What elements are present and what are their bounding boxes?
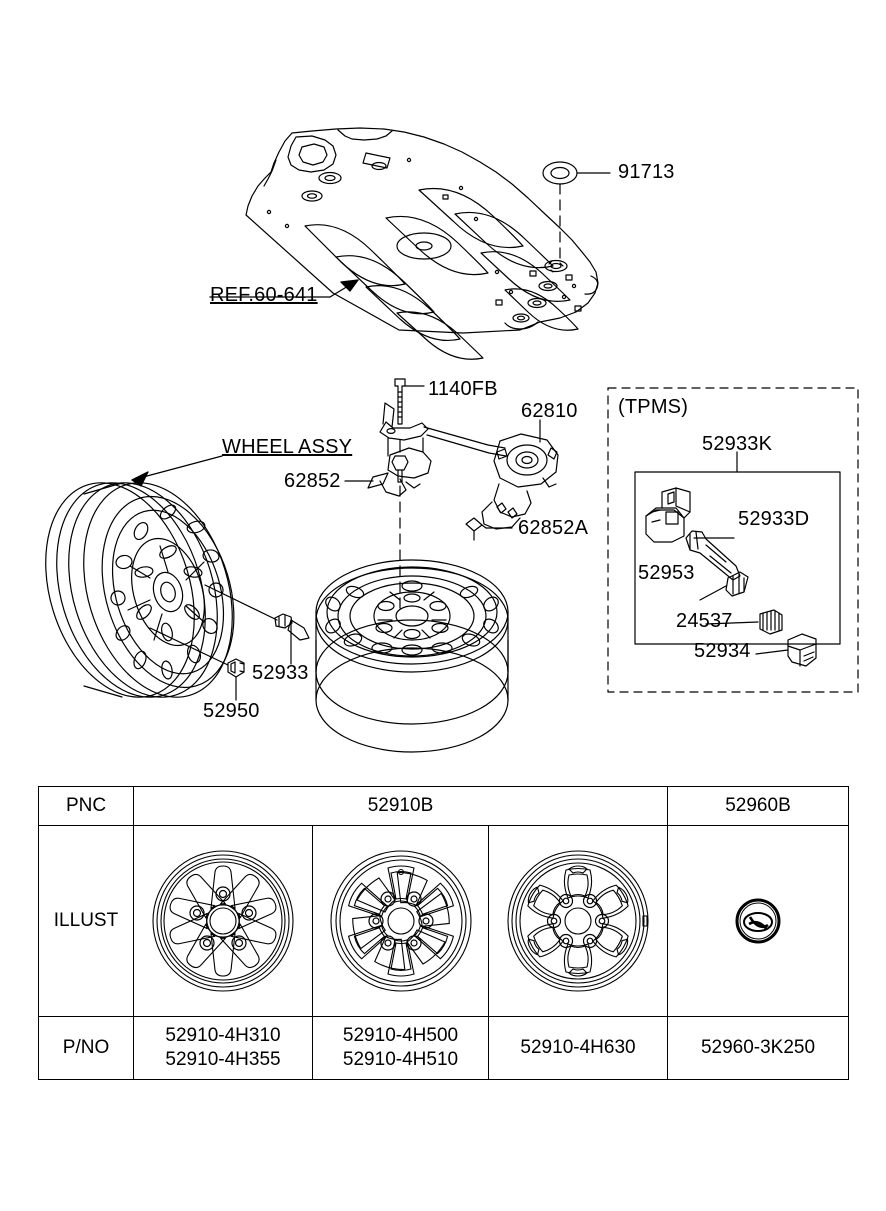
spare-wheel-illustration [315, 559, 509, 753]
tpms-sensor-part [645, 487, 691, 543]
pno-line: 52910-4H510 [342, 1049, 459, 1070]
nut-52950-part [227, 658, 245, 678]
parts-table: PNC 52910B 52960B ILLUST [38, 786, 849, 1080]
pno-line: 52910-4H630 [520, 1036, 636, 1058]
wheel-assy-leader [131, 455, 223, 487]
tpms-cap-52934-part [787, 633, 817, 667]
illust-cell-4 [667, 825, 849, 1017]
illust-cell-3 [488, 825, 668, 1017]
table-row-pnc: PNC 52910B 52960B [38, 786, 849, 826]
label-52933d: 52933D [738, 508, 810, 530]
row-header-pnc: PNC [38, 786, 134, 826]
nut-52950-leader [149, 627, 237, 701]
bracket-62852a-leader [465, 517, 513, 541]
label-tpms-title: (TPMS) [618, 396, 689, 418]
tpms-nut-24537-part [759, 609, 783, 635]
label-62852: 62852 [284, 470, 341, 492]
steel-wheel-left-illustration [45, 482, 235, 698]
tpms-kit-box [634, 451, 841, 645]
alloy-wheel-multi-spoke-icon [507, 850, 649, 992]
valve-52933-leader [204, 584, 292, 665]
label-52933k: 52933K [702, 433, 773, 455]
pno-line: 52910-4H500 [342, 1024, 459, 1046]
pno-cell-2: 52910-4H500 52910-4H510 [312, 1016, 489, 1080]
pno-cell-4: 52960-3K250 [667, 1016, 849, 1080]
label-wheel-assy: WHEEL ASSY [222, 436, 353, 458]
label-62810: 62810 [521, 400, 578, 422]
grommet-91713-part [542, 161, 578, 185]
alloy-wheel-6-spoke-icon [329, 850, 472, 992]
label-62852a: 62852A [518, 517, 589, 539]
label-ref-60-641: REF.60-641 [210, 284, 318, 306]
illust-cell-1 [133, 825, 313, 1017]
pno-cell-3: 52910-4H630 [488, 1016, 668, 1080]
row-header-illust: ILLUST [38, 825, 134, 1017]
alloy-wheel-10-spoke-icon [152, 850, 294, 992]
tpms-leaders [693, 537, 789, 655]
label-91713: 91713 [618, 161, 675, 183]
spare-carrier-illustration [379, 378, 559, 609]
label-52950: 52950 [203, 700, 260, 722]
floor-ref-leader [209, 279, 359, 298]
label-1140fb: 1140FB [428, 378, 498, 400]
pno-line: 52910-4H310 [165, 1024, 281, 1046]
label-52933: 52933 [252, 662, 309, 684]
illust-cell-2 [312, 825, 489, 1017]
valve-52933-part [274, 613, 310, 641]
label-24537: 24537 [676, 610, 733, 632]
pnc-wheel-group: 52910B [133, 786, 668, 826]
tpms-dashed-box [607, 387, 859, 693]
bracket-62852-leader [344, 472, 389, 489]
hyundai-center-cap-icon [735, 898, 781, 944]
pno-line: 52960-3K250 [700, 1036, 816, 1058]
label-52934: 52934 [694, 640, 751, 662]
table-row-pno: P/NO 52910-4H310 52910-4H355 52910-4H500… [38, 1016, 849, 1080]
pno-cell-1: 52910-4H310 52910-4H355 [133, 1016, 313, 1080]
grommet-91713-leader [559, 172, 611, 259]
floor-panel-illustration [245, 127, 599, 360]
table-row-illust: ILLUST [38, 825, 849, 1017]
label-52953: 52953 [638, 562, 695, 584]
tpms-grommet-52953-part [725, 571, 749, 597]
diagram-artwork [45, 127, 859, 753]
pnc-cap-group: 52960B [667, 786, 849, 826]
tpms-valve-stem-part [685, 530, 741, 581]
row-header-pno: P/NO [38, 1016, 134, 1080]
pno-line: 52910-4H355 [165, 1049, 281, 1070]
